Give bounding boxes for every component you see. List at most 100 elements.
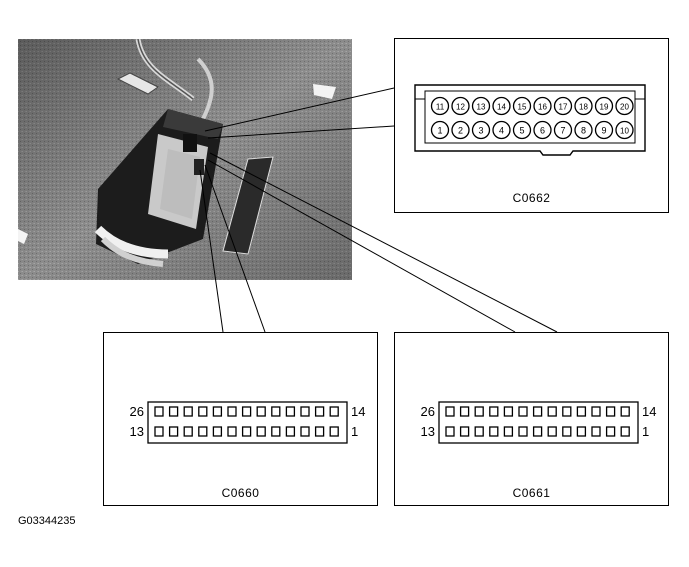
c0662-pin-17: 17	[553, 96, 573, 116]
c0660-cavity	[271, 426, 281, 437]
c0661-cavity-grid	[445, 406, 630, 437]
c0662-pin-label: 9	[601, 126, 606, 136]
c0662-pin-circle	[471, 120, 491, 140]
c0662-pin-label: 15	[518, 103, 527, 112]
c0662-pin-label: 17	[559, 103, 568, 112]
c0662-pin-circle	[553, 96, 573, 116]
c0662-pin-9: 9	[594, 120, 614, 140]
module-photo	[18, 39, 352, 280]
c0661-cavity	[445, 406, 455, 417]
c0662-pin-label: 7	[560, 126, 565, 136]
c0661-cavity	[489, 426, 499, 437]
c0660-cavity	[168, 406, 179, 417]
c0662-pin-label: 2	[458, 126, 463, 136]
c0662-pin-circle	[615, 96, 634, 116]
c0662-pin-label: 8	[581, 126, 586, 136]
c0662-pin-circle	[594, 120, 614, 140]
c0661-cavity	[518, 426, 528, 437]
c0660-cavity	[212, 426, 223, 437]
c0662-pin-circle	[451, 120, 470, 140]
c0661-cavity	[605, 406, 616, 417]
c0662-pin-11: 11	[430, 96, 450, 116]
c0662-pin-label: 11	[436, 103, 445, 112]
c0662-pin-circle	[533, 96, 552, 116]
c0660-cavity	[271, 406, 281, 417]
c0662-pin-label: 10	[620, 127, 629, 136]
c0662-pin-label: 1	[437, 126, 442, 136]
c0660-pin-1-label: 1	[351, 424, 358, 439]
c0662-pin-20: 20	[615, 96, 634, 116]
c0662-pin-circle	[512, 96, 532, 116]
c0661-cavity	[605, 426, 616, 437]
c0662-pin-circle	[512, 120, 532, 140]
c0662-pin-10: 10	[615, 120, 634, 140]
c0662-pin-14: 14	[492, 96, 511, 116]
c0662-pin-circle	[574, 96, 593, 116]
c0662-pin-circle	[492, 96, 511, 116]
c0662-pin-label: 12	[456, 103, 465, 112]
c0661-cavity	[562, 406, 572, 417]
c0660-cavity	[227, 426, 237, 437]
c0660-cavity	[285, 406, 296, 417]
c0661-cavity	[474, 426, 484, 437]
c0661-cavity	[459, 426, 470, 437]
c0660-cavity	[241, 426, 252, 437]
connector-c0660-box: 26 13 14 1 C0660	[103, 332, 378, 506]
c0662-pin-15: 15	[512, 96, 532, 116]
c0662-pin-circle	[533, 120, 552, 140]
c0661-cavity	[445, 426, 455, 437]
c0660-cavity	[314, 426, 325, 437]
c0661-cavity	[620, 406, 630, 417]
c0662-pin-16: 16	[533, 96, 552, 116]
c0661-cavity	[489, 406, 499, 417]
c0661-pin-13-label: 13	[421, 424, 435, 439]
connector-label-c0660: C0660	[221, 486, 260, 500]
c0662-pin-circle	[574, 120, 593, 140]
c0660-cavity	[183, 406, 193, 417]
c0660-cavity	[256, 406, 266, 417]
c0660-cavity	[256, 426, 266, 437]
connector-c0661-box: 26 13 14 1 C0661	[394, 332, 669, 506]
c0661-cavity	[474, 406, 484, 417]
c0661-cavity	[518, 406, 528, 417]
c0662-pin-label: 16	[538, 103, 547, 112]
c0661-pin-14-label: 14	[642, 404, 656, 419]
c0660-cavity	[168, 426, 179, 437]
c0662-pin-circle	[430, 96, 450, 116]
c0661-cavity	[620, 426, 630, 437]
c0661-cavity	[576, 426, 587, 437]
c0660-cavity	[241, 406, 252, 417]
c0662-pin-2: 2	[451, 120, 470, 140]
c0660-pin-26-label: 26	[130, 404, 144, 419]
c0660-cavity	[300, 406, 310, 417]
connector-label-c0662: C0662	[512, 191, 551, 205]
c0662-pin-label: 14	[497, 103, 506, 112]
c0660-cavity	[285, 426, 296, 437]
c0662-pin-circle	[594, 96, 614, 116]
c0662-pin-1: 1	[430, 120, 450, 140]
c0660-cavity	[183, 426, 193, 437]
c0662-pin-label: 4	[499, 126, 504, 136]
c0662-pin-7: 7	[553, 120, 573, 140]
c0661-cavity	[532, 426, 543, 437]
c0661-cavity	[532, 406, 543, 417]
document-id: G03344235	[18, 515, 76, 527]
c0660-pin-13-label: 13	[130, 424, 144, 439]
c0662-pin-label: 5	[519, 126, 524, 136]
c0660-cavity	[198, 406, 208, 417]
c0662-pin-8: 8	[574, 120, 593, 140]
c0660-pin-14-label: 14	[351, 404, 365, 419]
c0661-cavity	[562, 426, 572, 437]
c0662-pin-18: 18	[574, 96, 593, 116]
c0662-pin-19: 19	[594, 96, 614, 116]
c0661-cavity	[459, 406, 470, 417]
c0662-pin-circle	[451, 96, 470, 116]
c0660-cavity	[300, 426, 310, 437]
c0661-cavity	[547, 426, 557, 437]
c0662-pin-circle	[492, 120, 511, 140]
